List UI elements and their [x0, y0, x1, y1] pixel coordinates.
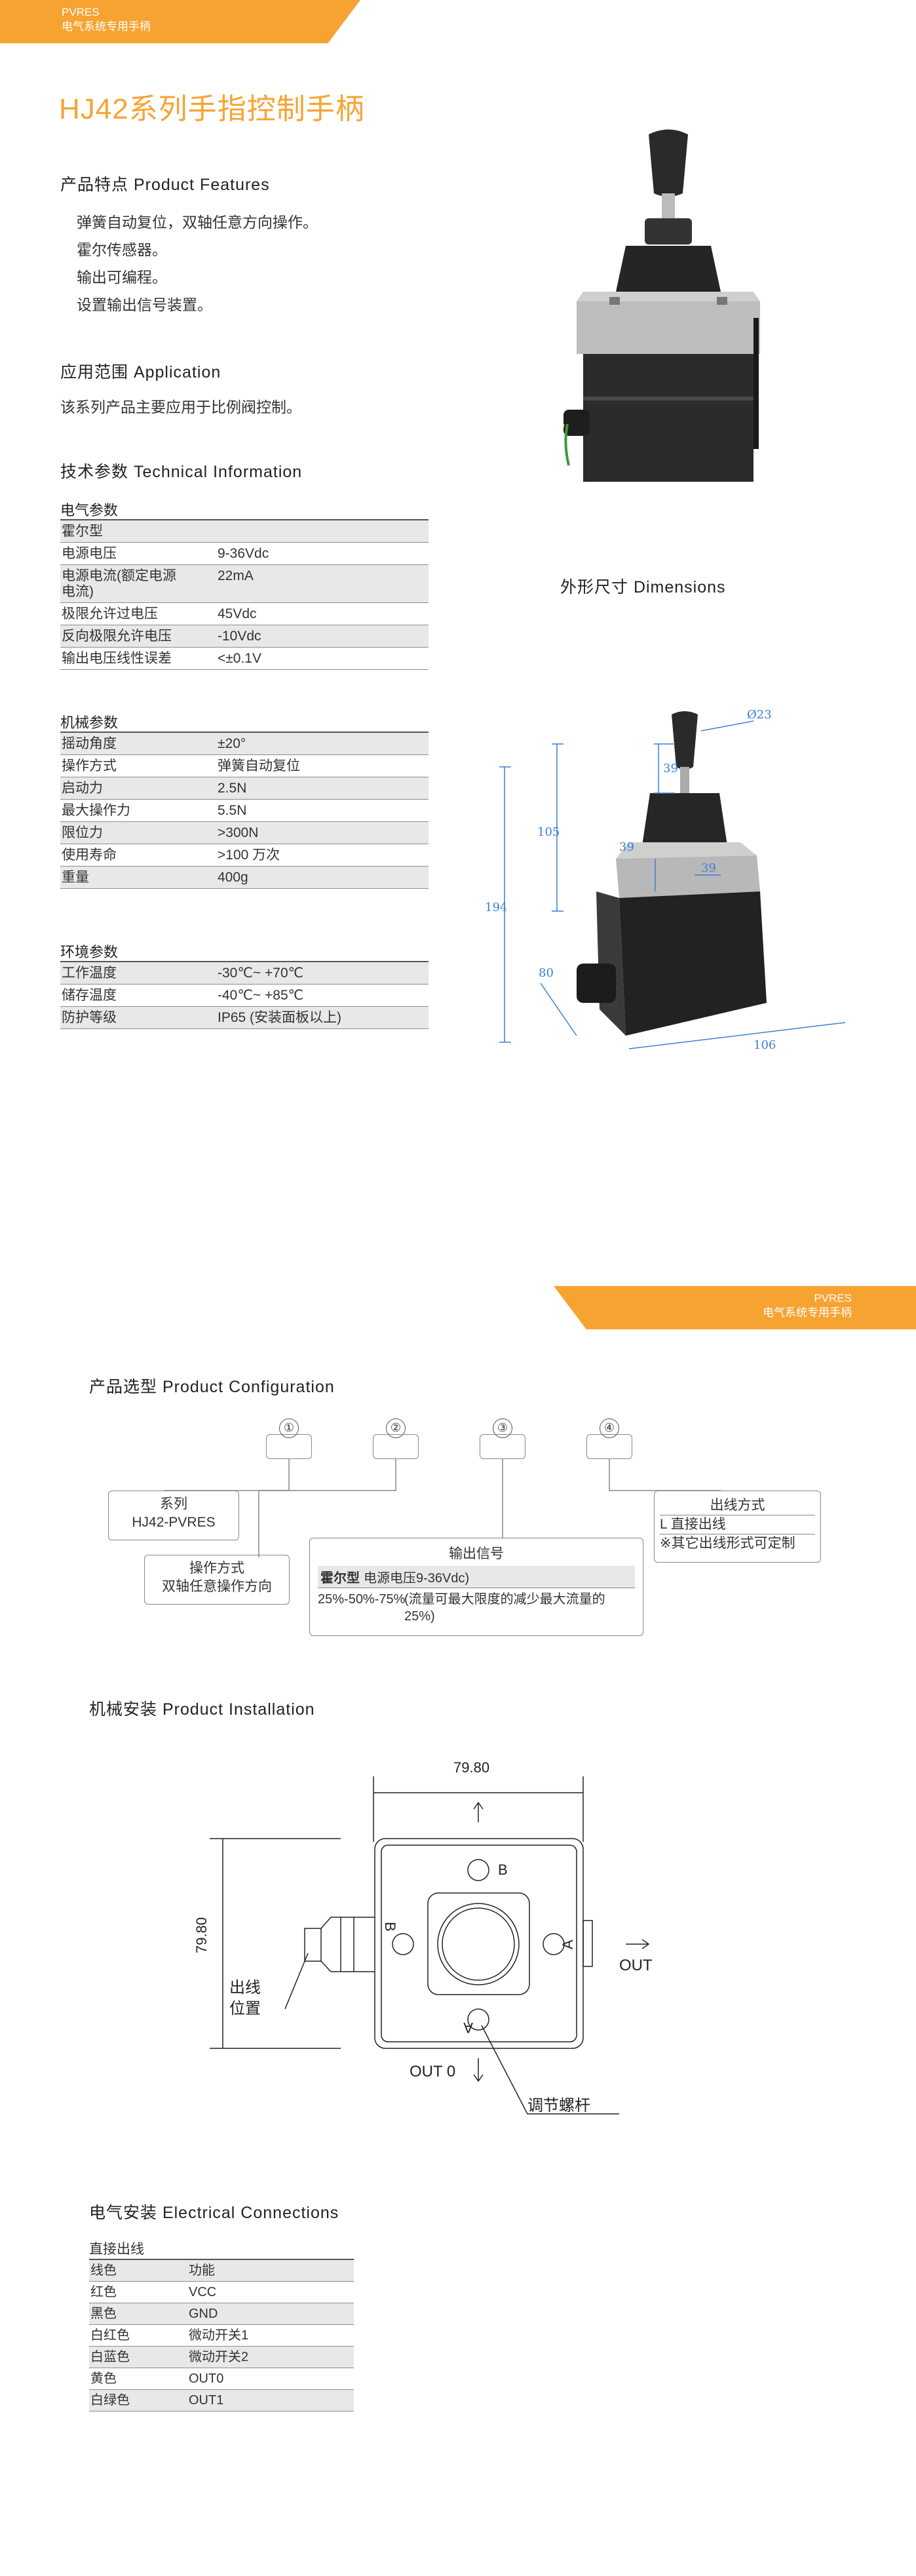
table-caption: 环境参数: [60, 944, 119, 960]
series-box: 系列 HJ42-PVRES: [108, 1491, 239, 1540]
table-row: 白红色微动开关1: [89, 2325, 354, 2347]
header-subtitle: 电气系统专用手柄: [763, 1306, 852, 1319]
table-row: 限位力>300N: [60, 822, 429, 844]
table-row: 储存温度-40℃~ +85℃: [60, 985, 429, 1007]
out1-label: OUT 1: [619, 1957, 655, 1974]
electrical-connections-heading: 电气安装 Electrical Connections: [89, 2204, 339, 2222]
cable-position-label: 位置: [229, 2000, 261, 2018]
feature-item: 霍尔传感器。: [77, 241, 167, 258]
output-row: 25%-50%-75% (流量可最大限度的减少最大流量的25%): [318, 1592, 605, 1624]
position-number: ④: [600, 1418, 619, 1438]
series-value: HJ42-PVRES: [132, 1515, 216, 1530]
table-header-row: 线色功能: [89, 2259, 354, 2282]
output-header-row: 霍尔型 电源电压9-36Vdc): [318, 1566, 635, 1588]
feature-item: 弹簧自动复位，双轴任意方向操作。: [77, 214, 318, 231]
cable-position-label: 出线: [229, 1979, 261, 1997]
dim-label: Ø23: [747, 708, 772, 722]
application-heading: 应用范围 Application: [60, 363, 221, 381]
table-row: 输出电压线性误差<±0.1V: [60, 648, 429, 670]
table-row: 摇动角度±20°: [60, 732, 429, 755]
dim-label: 39: [701, 861, 716, 875]
output-box: 输出信号 霍尔型 电源电压9-36Vdc) 25%-50%-75% (流量可最大…: [309, 1538, 643, 1636]
label-a: A: [560, 1940, 576, 1949]
installation-heading: 机械安装 Product Installation: [89, 1700, 315, 1719]
config-slot-4: [586, 1434, 632, 1459]
dim-label: 39: [663, 762, 678, 775]
label-a: A: [463, 2020, 473, 2036]
table-row: 白蓝色微动开关2: [89, 2347, 354, 2368]
install-dim-height: 79.80: [193, 1917, 210, 1953]
wiring-line: ※其它出线形式可定制: [660, 1534, 815, 1553]
header-tab: [0, 0, 360, 43]
table-row: 反向极限允许电压-10Vdc: [60, 625, 429, 648]
dim-label: 106: [754, 1038, 776, 1052]
configuration-heading: 产品选型 Product Configuration: [89, 1378, 335, 1396]
position-number: ②: [386, 1418, 406, 1438]
operation-box: 操作方式 双轴任意操作方向: [144, 1555, 290, 1605]
operation-title: 操作方式: [189, 1561, 244, 1576]
dim-label: 39: [619, 840, 634, 854]
config-slot-2: [373, 1434, 419, 1459]
table-row: 霍尔型: [60, 519, 429, 543]
table-caption: 直接出线: [89, 2242, 144, 2257]
dim-label: 105: [537, 825, 560, 839]
header-brand: PVRES: [814, 1292, 852, 1304]
label-b: B: [498, 1862, 508, 1878]
header-brand: PVRES: [62, 6, 100, 18]
out0-label: OUT 0: [410, 2063, 455, 2080]
table-caption: 机械参数: [60, 714, 119, 731]
application-text: 该系列产品主要应用于比例阀控制。: [60, 399, 301, 416]
install-dim-width: 79.80: [453, 1759, 489, 1776]
position-number: ③: [493, 1418, 512, 1438]
table-row: 工作温度-30℃~ +70℃: [60, 961, 429, 985]
label-b: B: [382, 1922, 398, 1932]
wiring-line: L 直接出线: [660, 1515, 815, 1534]
position-number: ①: [279, 1418, 299, 1438]
output-title: 输出信号: [449, 1546, 504, 1561]
header-tab: [554, 1286, 916, 1329]
feature-item: 输出可编程。: [77, 269, 167, 286]
wiring-box: 出线方式 L 直接出线 ※其它出线形式可定制: [654, 1491, 821, 1563]
wiring-title: 出线方式: [710, 1498, 765, 1513]
table-caption: 电气参数: [60, 502, 119, 518]
dim-label: 194: [485, 901, 507, 914]
series-title: 系列: [160, 1496, 187, 1512]
features-heading: 产品特点 Product Features: [60, 176, 270, 194]
dimension-drawing: Ø23 39 105 194 39 39 80 106: [485, 708, 846, 1052]
page-title: HJ42系列手指控制手柄: [59, 93, 365, 125]
knob-shape: [672, 711, 698, 770]
header-subtitle: 电气系统专用手柄: [62, 20, 151, 33]
feature-item: 设置输出信号装置。: [77, 296, 212, 313]
table-row: 操作方式弹簧自动复位: [60, 755, 429, 777]
product-photo: [563, 129, 760, 482]
table-row: 电源电流(额定电源电流)22mA: [60, 565, 429, 603]
operation-value: 双轴任意操作方向: [162, 1579, 272, 1594]
config-slot-1: [266, 1434, 312, 1459]
table-row: 使用寿命>100 万次: [60, 844, 429, 867]
tech-heading: 技术参数 Technical Information: [60, 463, 303, 481]
screw-label: 调节螺杆: [527, 2097, 590, 2115]
config-slot-3: [480, 1434, 525, 1459]
dim-label: 80: [539, 966, 554, 980]
installation-drawing: 79.80 79.80 B B A A OUT 1 OUT 0 出线 位置 调节…: [193, 1759, 655, 2115]
dimensions-heading: 外形尺寸 Dimensions: [560, 578, 726, 596]
